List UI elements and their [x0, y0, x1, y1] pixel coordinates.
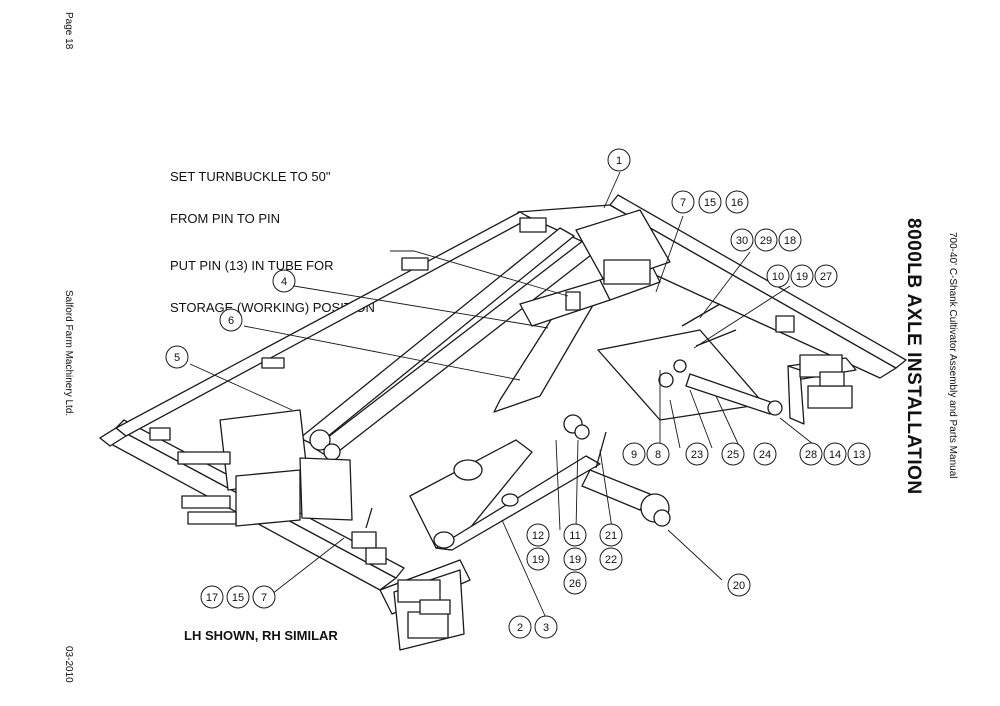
balloon-label: 10	[772, 271, 784, 283]
balloon-item: 16	[725, 190, 749, 214]
balloon-label: 1	[616, 155, 622, 167]
balloon-label: 17	[206, 592, 218, 604]
balloon-label: 15	[704, 197, 716, 209]
balloon-item: 13	[847, 442, 871, 466]
balloon-item: 12	[526, 523, 550, 547]
frame-structure	[99, 194, 907, 651]
balloon-item: 30	[730, 228, 754, 252]
balloon-item: 18	[778, 228, 802, 252]
balloon-item: 10	[766, 264, 790, 288]
balloon-item: 11	[563, 523, 587, 547]
lh-shown-note: LH SHOWN, RH SIMILAR	[184, 628, 338, 643]
balloon-item: 17	[200, 585, 224, 609]
part-balloons: 1 7 15 16 30 29 18 10 19 27 4 6 5 9 8 23…	[165, 148, 871, 639]
balloon-label: 2	[517, 622, 523, 634]
balloon-label: 27	[820, 271, 832, 283]
balloon-item: 7	[671, 190, 695, 214]
balloon-item: 23	[685, 442, 709, 466]
balloon-item: 3	[534, 615, 558, 639]
balloon-label: 28	[805, 449, 817, 461]
balloon-label: 7	[680, 197, 686, 209]
balloon-label: 15	[232, 592, 244, 604]
turnbuckle-note-line1: SET TURNBUCKLE TO 50"	[170, 169, 331, 184]
turnbuckle-note: SET TURNBUCKLE TO 50" FROM PIN TO PIN	[170, 142, 330, 240]
balloon-label: 16	[731, 197, 743, 209]
balloon-label: 7	[261, 592, 267, 604]
balloon-label: 20	[733, 580, 745, 592]
balloon-item: 14	[823, 442, 847, 466]
balloon-label: 9	[631, 449, 637, 461]
balloon-label: 21	[605, 530, 617, 542]
balloon-item: 9	[622, 442, 646, 466]
balloon-label: 11	[569, 530, 580, 542]
balloon-label: 8	[655, 449, 661, 461]
turnbuckle-note-line2: FROM PIN TO PIN	[170, 211, 281, 226]
balloon-label: 4	[281, 276, 287, 288]
balloon-item: 6	[219, 308, 243, 332]
balloon-item: 15	[698, 190, 722, 214]
balloon-label: 13	[853, 449, 865, 461]
balloon-label: 23	[691, 449, 703, 461]
balloon-label: 29	[760, 235, 772, 247]
balloon-item: 24	[753, 442, 777, 466]
balloon-label: 19	[532, 554, 544, 566]
pin-storage-note-line1: PUT PIN (13) IN TUBE FOR	[170, 258, 334, 273]
balloon-item: 29	[754, 228, 778, 252]
pin-storage-note: PUT PIN (13) IN TUBE FOR STORAGE (WORKIN…	[170, 231, 375, 329]
balloon-label: 19	[796, 271, 808, 283]
balloon-item: 28	[799, 442, 823, 466]
balloon-label: 18	[784, 235, 796, 247]
balloon-item: 20	[727, 573, 751, 597]
balloon-label: 5	[174, 352, 180, 364]
balloon-item: 19	[790, 264, 814, 288]
balloon-label: 12	[532, 530, 544, 542]
balloon-item: 19	[526, 547, 550, 571]
balloon-item: 19	[563, 547, 587, 571]
balloon-label: 3	[543, 622, 549, 634]
balloon-label: 25	[727, 449, 739, 461]
balloon-label: 6	[228, 315, 234, 327]
balloon-item: 8	[646, 442, 670, 466]
balloon-item: 7	[252, 585, 276, 609]
balloon-item: 26	[563, 571, 587, 595]
balloon-label: 26	[569, 578, 581, 590]
balloon-item: 27	[814, 264, 838, 288]
leader-lines	[189, 171, 819, 619]
balloon-item: 5	[165, 345, 189, 369]
balloon-item: 15	[226, 585, 250, 609]
balloon-label: 19	[569, 554, 581, 566]
balloon-label: 30	[736, 235, 748, 247]
balloon-label: 24	[759, 449, 771, 461]
balloon-item: 21	[599, 523, 623, 547]
balloon-label: 22	[605, 554, 617, 566]
balloon-item: 4	[272, 269, 296, 293]
balloon-label: 14	[829, 449, 841, 461]
balloon-item: 1	[607, 148, 631, 172]
balloon-item: 25	[721, 442, 745, 466]
balloon-item: 22	[599, 547, 623, 571]
balloon-item: 2	[508, 615, 532, 639]
